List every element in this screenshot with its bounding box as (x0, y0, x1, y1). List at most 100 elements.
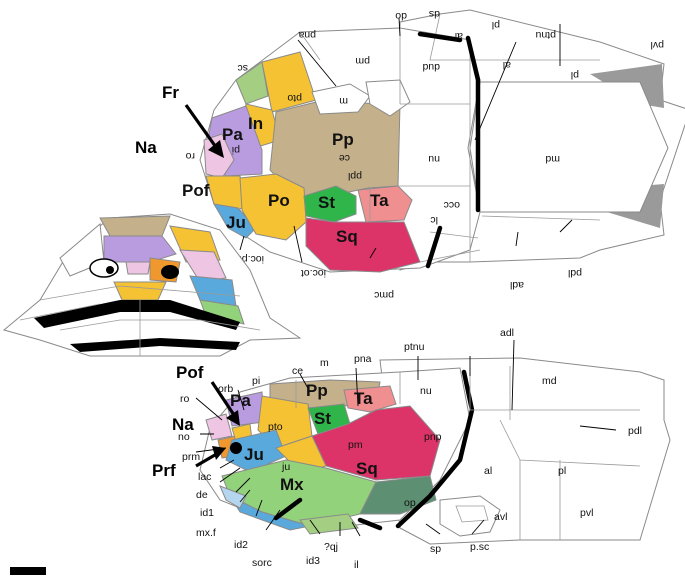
lateral-bone-id (228, 494, 311, 531)
dorsal-plate-lines (299, 13, 601, 263)
dorsal-label-pdl: pdl (568, 267, 582, 279)
dorsal-bone-Po (239, 173, 307, 241)
dorsal-label-pi: pi (232, 144, 240, 156)
lateral-label-Na: Na (172, 415, 194, 434)
dorsal-label-adl: adl (510, 279, 524, 291)
dorsal-label-al: al (455, 30, 463, 42)
lateral-label-ju: ju (281, 461, 290, 473)
lateral-black-margin-2 (273, 497, 303, 521)
dorsal-label-Ju: Ju (226, 213, 246, 232)
lateral-label-prm: prm (182, 451, 200, 463)
dorsal-label-pm: pm (355, 55, 370, 67)
lateral-label-ptnu: ptnu (404, 341, 425, 353)
dorsal-label-nu: nu (428, 153, 440, 165)
lateral-label-Pp: Pp (306, 381, 328, 400)
lateral-label-m: m (320, 357, 329, 369)
lateral-label-Sq: Sq (356, 459, 378, 478)
lateral-eye (230, 442, 242, 454)
dorsal-label-dud: dud (422, 61, 440, 73)
dorsal-label-md: md (545, 153, 560, 165)
pof-arrow (210, 381, 238, 419)
lateral-black-margin-1 (395, 369, 475, 529)
lateral-label-ce: ce (292, 365, 303, 377)
pof-arrowhead (226, 410, 240, 426)
lateral-black-margin-3 (357, 517, 383, 531)
dorsal-bone-Na (203, 133, 235, 179)
anterior-eye-left (89, 258, 119, 278)
dorsal-label-do: do (395, 10, 407, 22)
dorsal-label-St: St (318, 193, 335, 212)
anterior-plate-lines (19, 285, 261, 356)
fr-arrowhead (208, 140, 224, 158)
prf-arrowhead (212, 446, 226, 460)
lateral-label-pm: pm (348, 439, 363, 451)
lateral-label-Pa: Pa (230, 391, 251, 410)
lateral-label-id3: id3 (306, 555, 320, 567)
lateral-label-Ju: Ju (244, 445, 264, 464)
dorsal-label-Pof: Pof (182, 181, 210, 200)
dorsal-label-occ: occ (444, 199, 460, 211)
scale-bar (10, 567, 46, 575)
fr-arrow (184, 104, 220, 151)
lateral-label-pvl: pvl (580, 507, 593, 519)
lateral-label-pdl: pdl (628, 425, 642, 437)
anterior-bone-pink-right (179, 249, 227, 283)
anterior-view (2, 213, 302, 357)
lateral-label-Prf: Prf (152, 461, 176, 480)
dorsal-black-margin-2 (417, 31, 463, 43)
dorsal-label-ce: ce (339, 152, 350, 164)
dorsal-bone-pna (365, 79, 411, 117)
lateral-label-Pof: Pof (176, 363, 204, 382)
anterior-bone-purple (103, 235, 177, 263)
anterior-bone-top (99, 215, 171, 237)
anterior-eye-right (161, 265, 179, 279)
anterior-bone-green (199, 299, 245, 325)
dorsal-bone-m (311, 83, 371, 115)
dorsal-label-pmc: pmc (374, 289, 394, 301)
dorsal-label-pto: pto (287, 92, 302, 104)
lateral-label-mx-f: mx.f (196, 527, 216, 539)
dorsal-label-ppl: ppl (348, 170, 362, 182)
lateral-label-sorc: sorc (252, 557, 272, 569)
dorsal-label-Sq: Sq (336, 227, 358, 246)
lateral-label-St: St (314, 409, 331, 428)
lateral-label-adl: adl (500, 327, 514, 339)
lateral-bone-Na (205, 413, 233, 441)
lateral-label-lac: lac (198, 471, 211, 483)
dorsal-label-Na: Na (135, 138, 157, 157)
dorsal-label-pna: pna (298, 29, 316, 41)
dorsal-label-Fr: Fr (162, 83, 179, 102)
lateral-bone-id3 (299, 513, 359, 535)
lateral-label-nu: nu (420, 385, 432, 397)
dorsal-leaders (239, 17, 573, 263)
dorsal-label-ptnu: ptnu (535, 29, 556, 41)
lateral-label-op: op (404, 497, 416, 509)
lateral-view: Pof Pa Pp Ta Na St Ju Mx Sq Prf orb pi c… (152, 327, 671, 571)
dorsal-bone-Ta (357, 185, 413, 223)
dorsal-black-margin-3 (425, 225, 443, 269)
lateral-label-pna: pna (354, 353, 372, 365)
lateral-bone-id-light (219, 485, 247, 509)
lateral-label-sp: sp (430, 543, 441, 555)
dorsal-label-Pa: Pa (222, 125, 243, 144)
dorsal-label-pl-top: pl (492, 19, 500, 31)
lateral-label-pto: pto (268, 421, 283, 433)
lateral-label-no: no (178, 431, 190, 443)
dorsal-black-margin-1 (465, 35, 481, 213)
lateral-label-orb: orb (218, 383, 233, 395)
lateral-label-avl: avl (494, 511, 507, 523)
lateral-label-de: de (196, 489, 208, 501)
dorsal-label-ioc-pt: ioc.pt (239, 253, 264, 265)
dorsal-label-Pp: Pp (332, 130, 354, 149)
lateral-label-pl: pl (558, 465, 566, 477)
dorsal-label-pl-mid: pl (571, 69, 579, 81)
dorsal-label-pvl: pvl (651, 39, 664, 51)
lateral-label-qj: ?qj (324, 541, 338, 553)
lateral-plate-lines (295, 366, 641, 540)
dorsal-view: Fr Pa In Pp Na Pof Po St Ta Ju Sq do ds … (135, 8, 685, 301)
lateral-pectoral-inner (455, 505, 489, 523)
lateral-label-ro: ro (180, 393, 189, 405)
lateral-label-pnp: pnp (424, 431, 442, 443)
anterior-black-band-2 (70, 338, 240, 352)
lateral-label-al: al (484, 465, 492, 477)
